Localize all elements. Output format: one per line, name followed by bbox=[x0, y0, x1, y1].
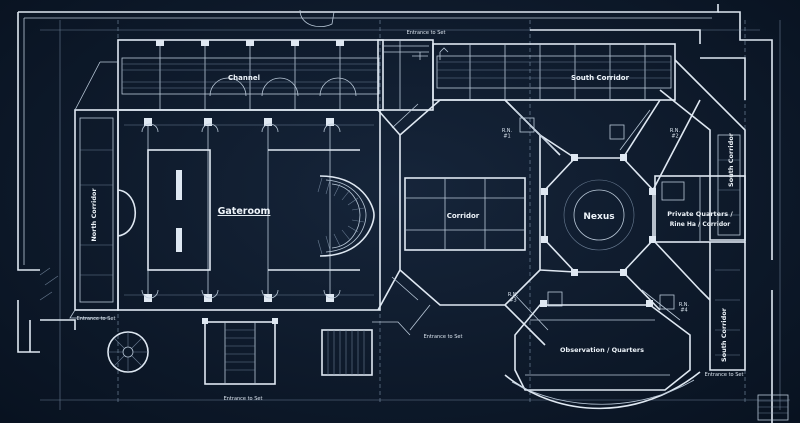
south-corridor-top bbox=[432, 43, 676, 101]
bottom-stairs bbox=[321, 321, 411, 376]
sheet-border-inner bbox=[23, 17, 712, 265]
spiral-stair bbox=[29, 319, 149, 373]
label-entrance-top: Entrance to Set bbox=[407, 30, 446, 36]
label-entrance-bottom: Entrance to Set bbox=[224, 396, 263, 402]
label-channel: Channel bbox=[228, 74, 260, 82]
label-south-corridor-right: South Corridor bbox=[727, 132, 735, 187]
private-quarters bbox=[654, 175, 746, 243]
label-north-corridor: North Corridor bbox=[90, 188, 98, 242]
label-corridor: Corridor bbox=[447, 212, 480, 220]
sheet-border-top bbox=[18, 4, 719, 13]
north-corridor bbox=[69, 61, 137, 319]
south-corridor-right bbox=[659, 57, 746, 241]
title-block bbox=[757, 394, 789, 421]
diagonal-arms bbox=[504, 99, 701, 346]
label-nexus: Nexus bbox=[583, 212, 614, 222]
south-corridor-lower bbox=[699, 242, 746, 371]
label-private-quarters-2: Rine Ha / Corridor bbox=[670, 221, 730, 228]
south-corridor-top-wall bbox=[530, 29, 701, 44]
label-south-corridor-lower: South Corridor bbox=[720, 307, 728, 362]
label-rn4: R.N.#4 bbox=[679, 302, 690, 314]
entrance-bottom bbox=[202, 318, 278, 385]
label-entrance-right: Entrance to Set bbox=[705, 372, 744, 378]
label-private-quarters-1: Private Quarters / bbox=[667, 210, 733, 218]
label-rn3: R.N.#3 bbox=[508, 292, 519, 304]
label-gateroom: Gateroom bbox=[218, 206, 271, 217]
label-observation: Observation / Quarters bbox=[560, 346, 644, 354]
sheet-border-right bbox=[718, 11, 773, 260]
label-rn1: R.N.#1 bbox=[502, 128, 513, 140]
label-entrance-mid: Entrance to Set bbox=[424, 334, 463, 340]
label-rn2: R.N.#2 bbox=[670, 128, 681, 140]
label-south-corridor-top: South Corridor bbox=[571, 74, 630, 82]
label-entrance-left: Entrance to Set bbox=[77, 316, 116, 322]
entrance-top-room bbox=[377, 39, 434, 111]
dimension-lines bbox=[40, 20, 790, 410]
sheet-border-left-lower bbox=[17, 300, 40, 353]
observation-quarters bbox=[504, 300, 701, 410]
hatch-marks bbox=[39, 267, 59, 301]
top-arc bbox=[299, 9, 335, 27]
channel-room bbox=[117, 39, 384, 111]
sheet-border-left bbox=[17, 12, 40, 271]
gateroom bbox=[117, 109, 381, 311]
